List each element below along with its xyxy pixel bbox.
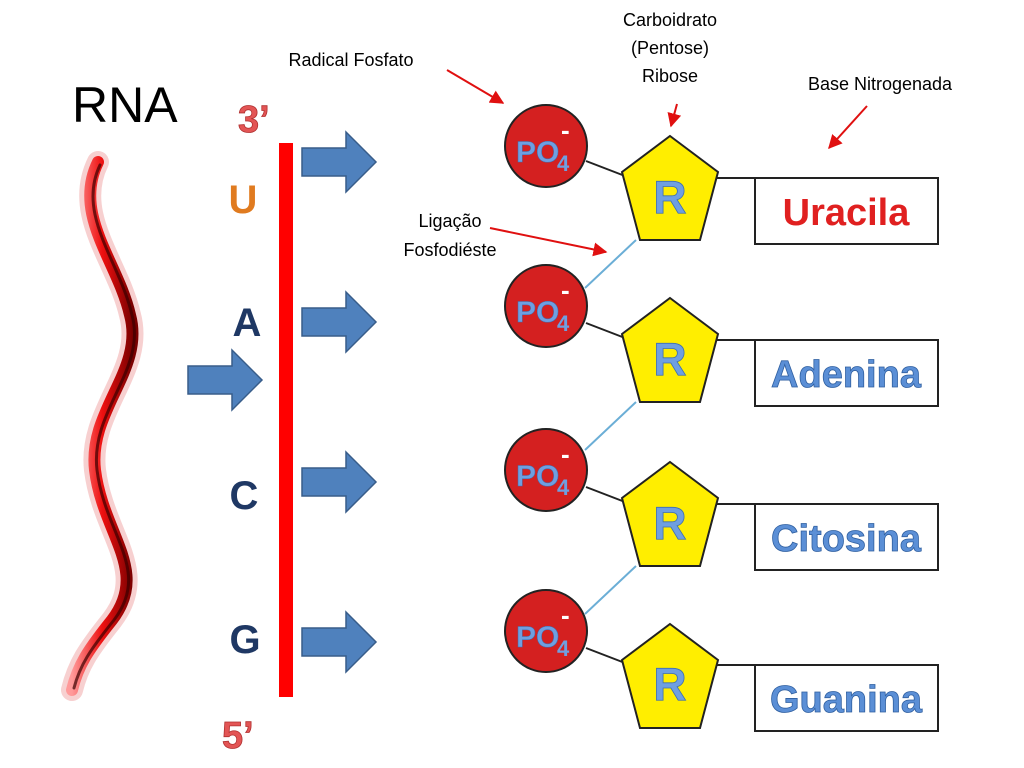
phosphate-circle (504, 428, 588, 512)
phosphate-charge: - (561, 600, 570, 630)
nucleotide-1: PO 4 - R Uracila (504, 104, 939, 245)
arrow-base-nitrogenada (828, 105, 868, 150)
rna-wavy-strand (61, 151, 144, 701)
phosphate-circle (504, 589, 588, 673)
ribose-label: R (653, 171, 686, 223)
base-name: Adenina (771, 354, 922, 396)
phosphate-label: PO (516, 136, 559, 169)
phosphate-label: PO (516, 460, 559, 493)
arrow-to-nucleotide-1 (301, 130, 378, 194)
phosphate-subscript: 4 (557, 311, 570, 336)
ribose-label: R (653, 497, 686, 549)
arrow-carboidrato (667, 103, 682, 128)
base-name: Uracila (783, 192, 911, 234)
base-box (754, 339, 939, 407)
arrow-to-nucleotide-2 (301, 290, 378, 354)
arrow-to-nucleotide-3 (301, 450, 378, 514)
strand-base-c: C (230, 474, 259, 518)
ribose-label: R (653, 333, 686, 385)
base-box (754, 177, 939, 245)
nucleotide-arrows (301, 130, 378, 674)
phosphate-charge: - (561, 275, 570, 305)
nucleotide-3: PO 4 - R Citosina (504, 428, 939, 571)
strand-base-g: G (229, 618, 260, 662)
ribose-pentagon (620, 622, 720, 729)
phosphate-subscript: 4 (557, 636, 570, 661)
phosphate-circle (504, 264, 588, 348)
title: RNA (72, 77, 178, 133)
phosphate-subscript: 4 (557, 151, 570, 176)
nucleotide-2: PO 4 - R Adenina (504, 264, 939, 407)
label-ribose: Ribose (642, 66, 698, 86)
ribose-pentagon (620, 134, 720, 241)
arrow-ligacao-fosfodieste (489, 227, 608, 257)
label-fosfodieste: Fosfodiéste (403, 240, 496, 260)
strand-base-a: A (233, 301, 262, 345)
strand-end-3prime: 3’ (238, 99, 270, 141)
base-box (754, 503, 939, 571)
label-carboidrato: Carboidrato (623, 10, 717, 30)
label-ligacao: Ligação (418, 211, 481, 231)
nucleotide-4: PO 4 - R Guanina (504, 589, 939, 732)
base-name: Citosina (771, 518, 922, 560)
phosphodiester-bonds (584, 239, 637, 615)
ribose-pentagon (620, 296, 720, 403)
base-box (754, 664, 939, 732)
strand-pointer-arrow (187, 348, 264, 412)
phosphate-label: PO (516, 296, 559, 329)
strand-end-5prime: 5’ (222, 715, 254, 757)
rna-strand-backbone (279, 143, 293, 697)
phosphate-charge: - (561, 439, 570, 469)
ribose-pentagon (620, 460, 720, 567)
arrow-radical-fosfato (446, 69, 505, 104)
phosphate-circle (504, 104, 588, 188)
arrow-to-nucleotide-4 (301, 610, 378, 674)
label-radical-fosfato: Radical Fosfato (288, 50, 413, 70)
phosphate-subscript: 4 (557, 475, 570, 500)
label-base-nitrogenada: Base Nitrogenada (808, 74, 953, 94)
base-name: Guanina (770, 679, 923, 721)
label-pentose: (Pentose) (631, 38, 709, 58)
phosphate-charge: - (561, 115, 570, 145)
phosphate-label: PO (516, 621, 559, 654)
ribose-label: R (653, 658, 686, 710)
strand-base-u: U (229, 178, 258, 222)
